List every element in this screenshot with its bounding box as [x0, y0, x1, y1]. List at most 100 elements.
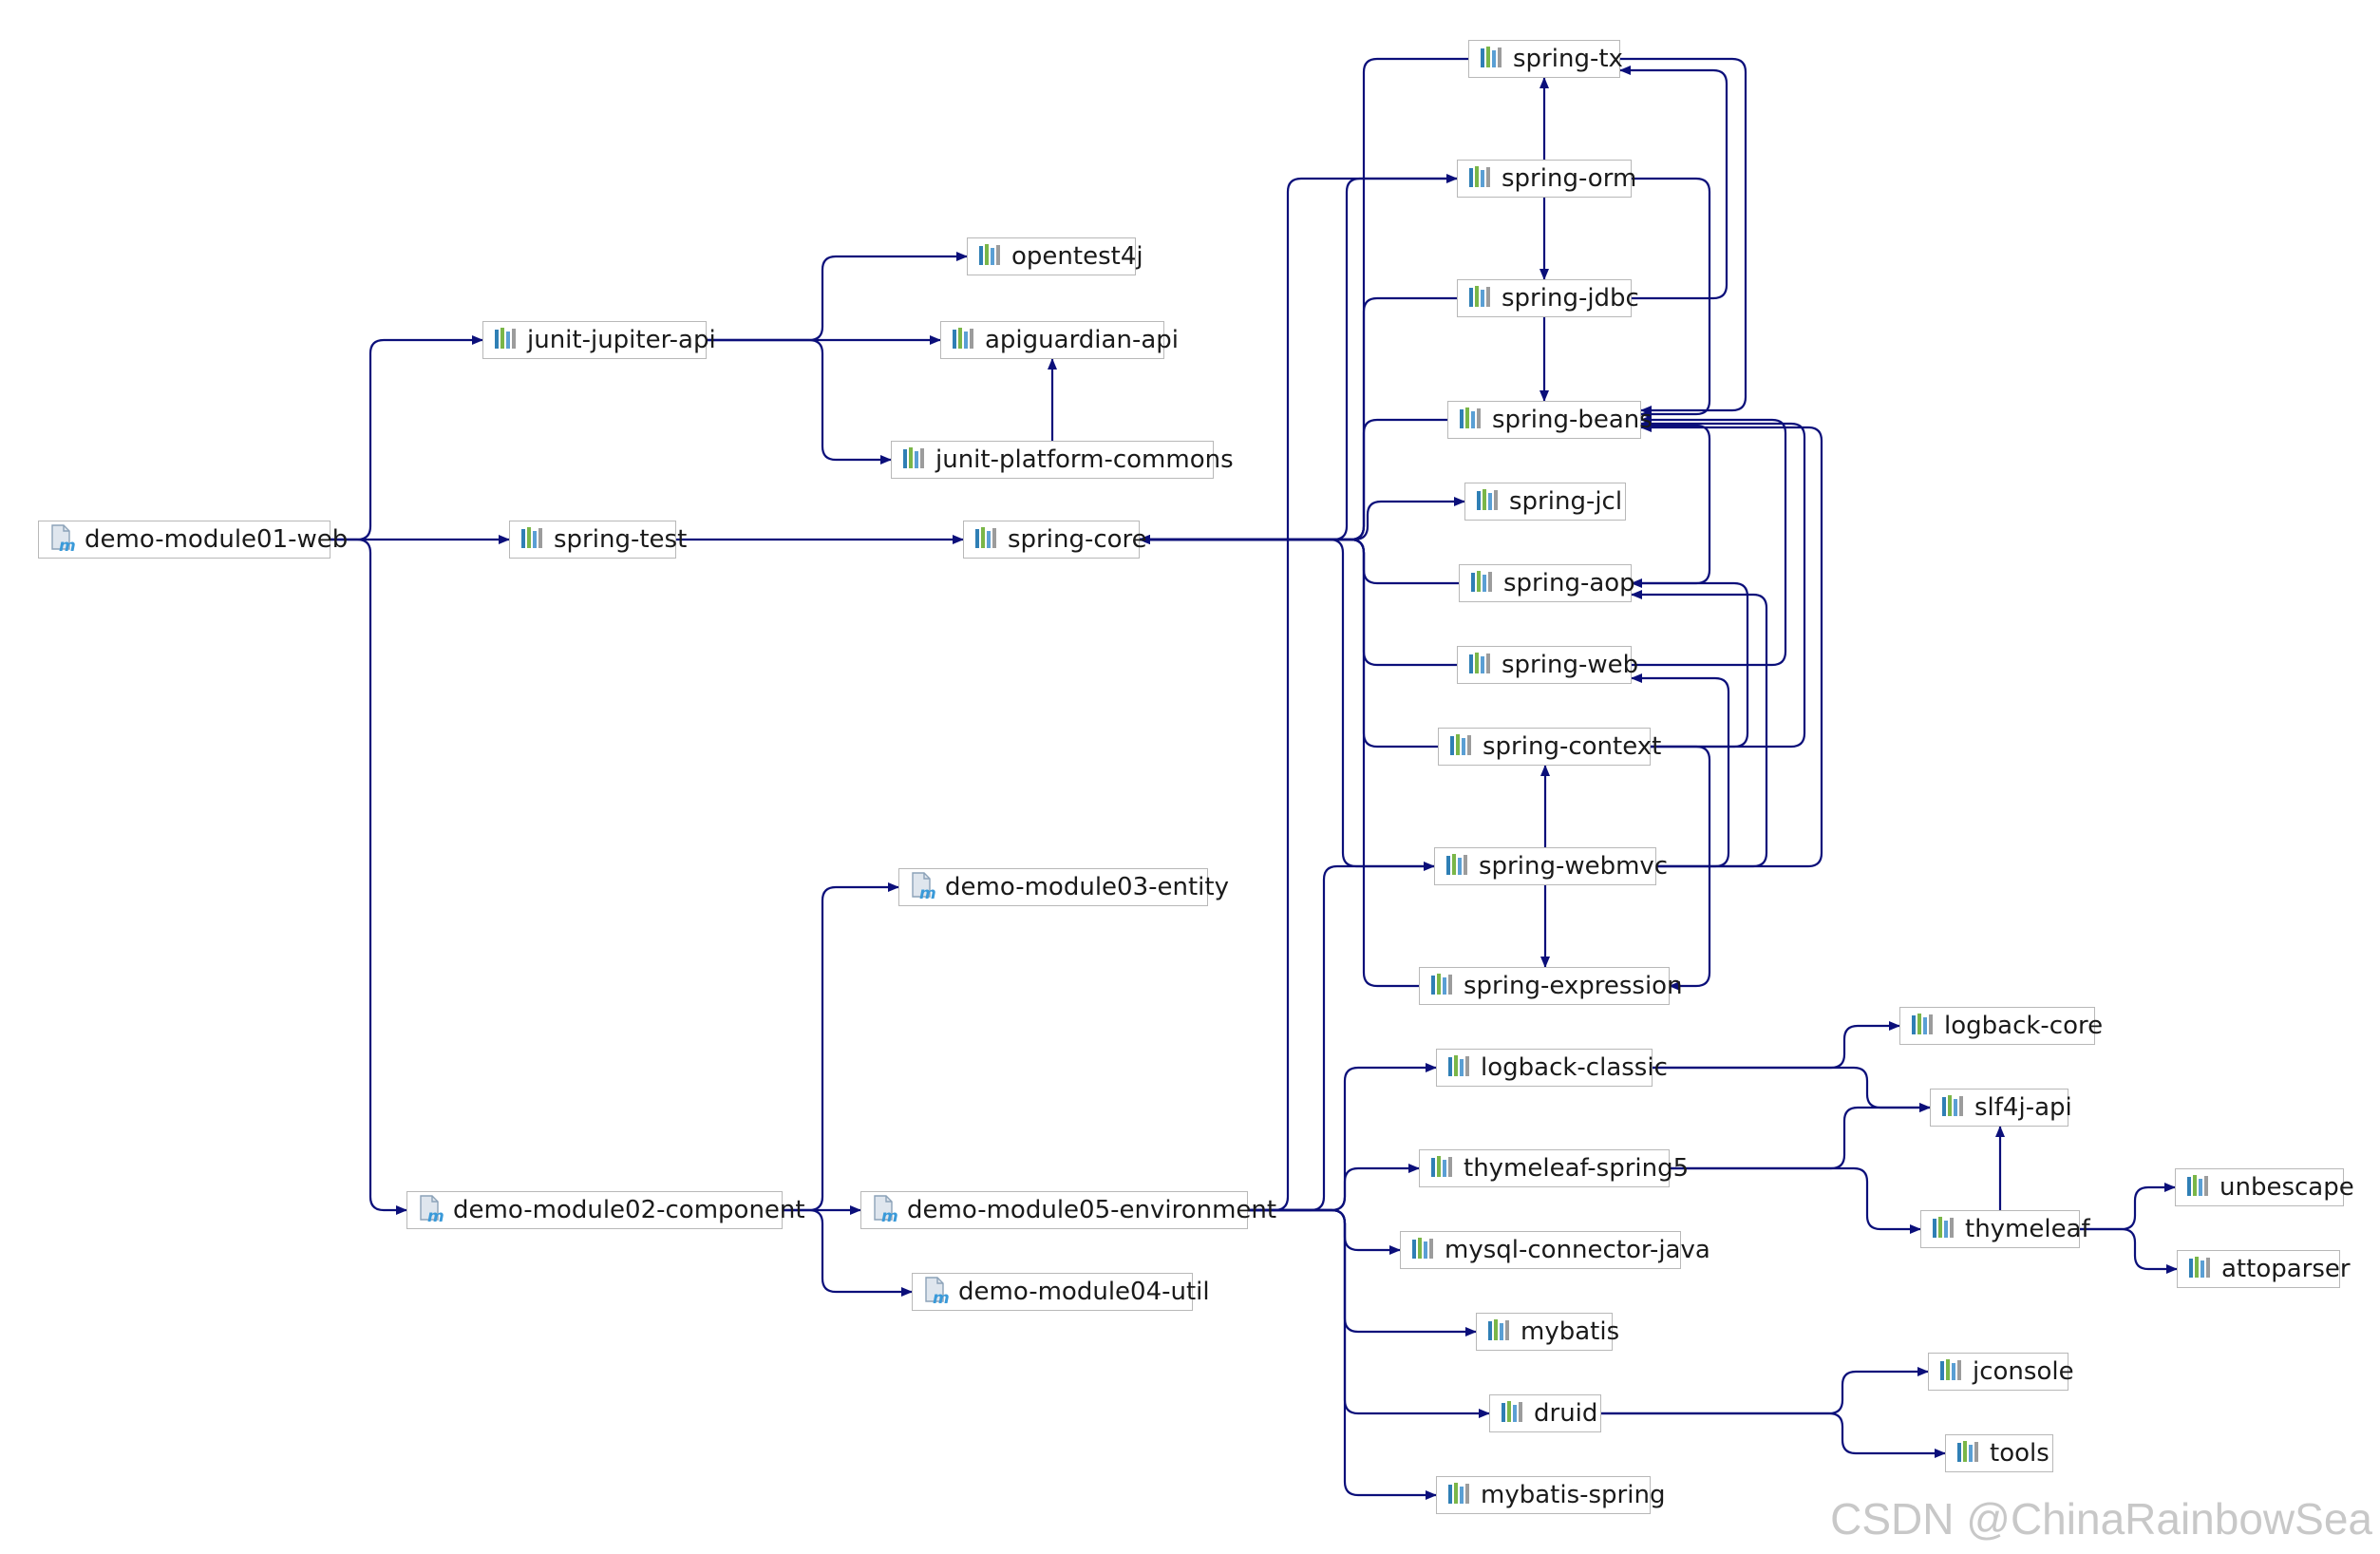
edge-druid-to-tools [1601, 1412, 1946, 1458]
node-label: spring-beans [1492, 406, 1653, 434]
node-mybatis[interactable]: mybatis [1476, 1313, 1619, 1351]
svg-text:m: m [881, 1207, 898, 1223]
edge-spring-beans-to-spring-core [1139, 418, 1447, 544]
library-jar-icon [2187, 1255, 2214, 1284]
edge-demo-module05-environment-to-spring-orm [1248, 174, 1458, 1212]
node-label: demo-module03-entity [945, 873, 1229, 901]
node-label: mybatis-spring [1481, 1481, 1666, 1509]
node-demo-module03-entity[interactable]: m demo-module03-entity [898, 868, 1229, 906]
library-jar-icon [1486, 1317, 1513, 1347]
node-logback-core[interactable]: logback-core [1899, 1007, 2103, 1045]
node-jconsole[interactable]: jconsole [1928, 1353, 2074, 1391]
edge-spring-context-to-spring-beans [1640, 419, 1806, 749]
library-jar-icon [951, 326, 977, 355]
node-label: spring-jdbc [1502, 284, 1639, 313]
node-label: unbescape [2219, 1173, 2354, 1202]
edge-druid-to-jconsole [1601, 1367, 1929, 1415]
node-slf4j-api[interactable]: slf4j-api [1930, 1089, 2072, 1127]
library-jar-icon [1467, 164, 1494, 194]
node-thymeleaf-spring5[interactable]: thymeleaf-spring5 [1419, 1149, 1689, 1187]
node-label: spring-webmvc [1479, 852, 1669, 881]
edge-junit-jupiter-api-to-opentest4j [707, 252, 968, 342]
node-demo-module05-environment[interactable]: m demo-module05-environment [860, 1191, 1276, 1229]
node-mybatis-spring[interactable]: mybatis-spring [1436, 1476, 1665, 1514]
node-label: thymeleaf [1965, 1215, 2090, 1243]
node-tools[interactable]: tools [1945, 1434, 2053, 1472]
node-logback-classic[interactable]: logback-classic [1436, 1049, 1668, 1087]
node-label: logback-classic [1481, 1053, 1668, 1082]
node-junit-platform-commons[interactable]: junit-platform-commons [891, 441, 1234, 479]
edge-spring-context-to-spring-aop [1631, 578, 1749, 749]
node-label: spring-tx [1513, 45, 1623, 73]
library-jar-icon [1469, 569, 1496, 598]
node-spring-core[interactable]: spring-core [963, 521, 1147, 559]
node-label: demo-module05-environment [907, 1196, 1277, 1224]
edge-spring-core-to-spring-jcl [1140, 497, 1465, 541]
node-label: demo-module04-util [958, 1278, 1210, 1306]
library-jar-icon [1467, 651, 1494, 680]
node-spring-test[interactable]: spring-test [509, 521, 687, 559]
node-label: spring-core [1008, 525, 1147, 554]
node-spring-beans[interactable]: spring-beans [1447, 401, 1653, 439]
node-spring-web[interactable]: spring-web [1457, 646, 1638, 684]
library-jar-icon [1467, 284, 1494, 313]
svg-text:m: m [919, 884, 936, 900]
edge-spring-webmvc-to-spring-web [1631, 673, 1730, 868]
library-jar-icon [519, 525, 546, 555]
library-jar-icon [1910, 1012, 1936, 1041]
library-jar-icon [1445, 852, 1471, 881]
node-spring-webmvc[interactable]: spring-webmvc [1434, 847, 1668, 885]
library-jar-icon [1479, 45, 1505, 74]
node-label: spring-orm [1502, 164, 1637, 193]
node-unbescape[interactable]: unbescape [2175, 1168, 2354, 1206]
library-jar-icon [1931, 1215, 1957, 1244]
maven-module-icon: m [922, 1275, 951, 1310]
node-spring-orm[interactable]: spring-orm [1457, 160, 1636, 198]
node-thymeleaf[interactable]: thymeleaf [1920, 1210, 2090, 1248]
node-druid[interactable]: druid [1489, 1394, 1601, 1432]
node-spring-context[interactable]: spring-context [1438, 728, 1661, 766]
node-label: tools [1990, 1439, 2049, 1468]
node-junit-jupiter-api[interactable]: junit-jupiter-api [482, 321, 716, 359]
node-label: jconsole [1973, 1357, 2074, 1386]
edge-junit-jupiter-api-to-junit-platform-commons [707, 338, 892, 464]
node-label: junit-jupiter-api [527, 326, 716, 354]
node-spring-expression[interactable]: spring-expression [1419, 967, 1683, 1005]
edge-spring-aop-to-spring-beans [1632, 421, 1711, 585]
library-jar-icon [1500, 1399, 1526, 1429]
svg-text:m: m [427, 1207, 444, 1223]
edge-spring-webmvc-to-spring-aop [1631, 590, 1768, 868]
edge-demo-module05-environment-to-mybatis [1248, 1208, 1477, 1336]
node-opentest4j[interactable]: opentest4j [967, 237, 1143, 275]
library-jar-icon [1458, 406, 1484, 435]
node-spring-aop[interactable]: spring-aop [1459, 564, 1635, 602]
edge-spring-expression-to-spring-core [1139, 535, 1419, 988]
node-label: spring-web [1502, 651, 1639, 679]
edge-logback-classic-to-slf4j-api [1653, 1066, 1931, 1112]
node-label: slf4j-api [1974, 1093, 2072, 1122]
node-attoparser[interactable]: attoparser [2177, 1250, 2351, 1288]
maven-module-icon: m [871, 1193, 899, 1228]
node-spring-jdbc[interactable]: spring-jdbc [1457, 279, 1639, 317]
library-jar-icon [2185, 1173, 2212, 1203]
library-jar-icon [1446, 1053, 1473, 1083]
edge-spring-tx-to-spring-beans [1620, 57, 1747, 415]
edge-spring-webmvc-to-spring-beans [1640, 423, 1823, 868]
library-jar-icon [1429, 1154, 1456, 1184]
library-jar-icon [493, 326, 519, 355]
edge-thymeleaf-to-unbescape [2080, 1183, 2176, 1231]
edge-demo-module05-environment-to-mybatis-spring [1248, 1208, 1437, 1500]
library-jar-icon [1429, 972, 1456, 1001]
node-label: thymeleaf-spring5 [1464, 1154, 1690, 1183]
watermark: CSDN @ChinaRainbowSea [1830, 1494, 2372, 1544]
node-apiguardian-api[interactable]: apiguardian-api [940, 321, 1179, 359]
node-mysql-connector-java[interactable]: mysql-connector-java [1400, 1231, 1710, 1269]
node-spring-jcl[interactable]: spring-jcl [1464, 483, 1626, 521]
library-jar-icon [901, 445, 928, 475]
node-spring-tx[interactable]: spring-tx [1468, 40, 1623, 78]
library-jar-icon [1938, 1357, 1965, 1387]
